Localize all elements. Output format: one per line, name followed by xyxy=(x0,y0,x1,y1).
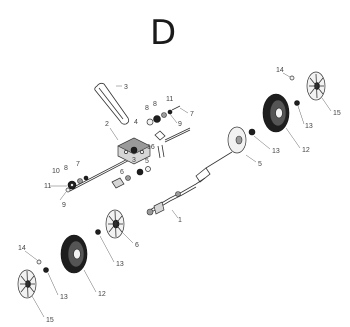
label-tire-bl: 12 xyxy=(98,291,106,298)
label-upper-b: 8 xyxy=(153,101,157,108)
label-pin: 16 xyxy=(147,144,155,151)
top-right-tire xyxy=(262,93,290,133)
gearbox xyxy=(117,137,151,165)
label-wheelcover-tr: 15 xyxy=(333,110,341,117)
label-upper-a: 8 xyxy=(145,105,149,112)
label-left-e: 9 xyxy=(62,202,66,209)
label-belt: 3 xyxy=(124,84,128,91)
drive-belt xyxy=(94,82,130,125)
upper-bearing-cluster xyxy=(146,105,181,141)
label-mid-c: 6 xyxy=(120,169,124,176)
label-left-b: 8 xyxy=(64,165,68,172)
pin xyxy=(157,144,165,159)
label-lever: 5 xyxy=(258,161,262,168)
label-upper-e: 9 xyxy=(178,121,182,128)
label-lower-small: 1 xyxy=(178,217,182,224)
label-mid-b: 5 xyxy=(145,158,149,165)
label-washer-l: 13 xyxy=(116,261,124,268)
label-mid-a: 3 xyxy=(132,157,136,164)
label-left-a: 10 xyxy=(52,168,60,175)
label-wheel-l-hub: 6 xyxy=(135,242,139,249)
top-right-washer xyxy=(294,100,300,106)
label-washer-bl: 13 xyxy=(60,294,68,301)
label-washer-tr: 13 xyxy=(305,123,313,130)
right-drive-disc xyxy=(227,126,247,154)
left-bearing-cluster xyxy=(65,175,89,193)
middle-small-parts xyxy=(111,166,151,189)
bottom-left-washer xyxy=(43,267,49,273)
bottom-left-wheel-cover xyxy=(17,269,37,299)
bottom-left-tire xyxy=(60,234,88,274)
label-left-d: 11 xyxy=(44,183,51,190)
label-shaft-r: 4 xyxy=(134,119,138,126)
label-upper-c: 11 xyxy=(166,96,173,103)
label-wheelcover-bl: 15 xyxy=(46,317,54,324)
label-upper-d: 7 xyxy=(190,111,194,118)
diagram-title: D xyxy=(150,13,176,53)
label-gearbox: 2 xyxy=(105,121,109,128)
left-wheel-hub xyxy=(105,209,125,239)
top-right-hubcap xyxy=(289,75,295,81)
height-adjust-lever xyxy=(146,151,233,216)
label-hubcap-tr: 14 xyxy=(276,67,284,74)
bottom-left-hubcap xyxy=(36,259,42,265)
label-left-c: 7 xyxy=(76,161,80,168)
left-washer xyxy=(95,229,101,235)
label-hubcap-bl: 14 xyxy=(18,245,26,252)
label-disc-r: 13 xyxy=(272,148,280,155)
label-tire-tr: 12 xyxy=(302,147,310,154)
top-right-wheel-cover xyxy=(306,71,326,101)
